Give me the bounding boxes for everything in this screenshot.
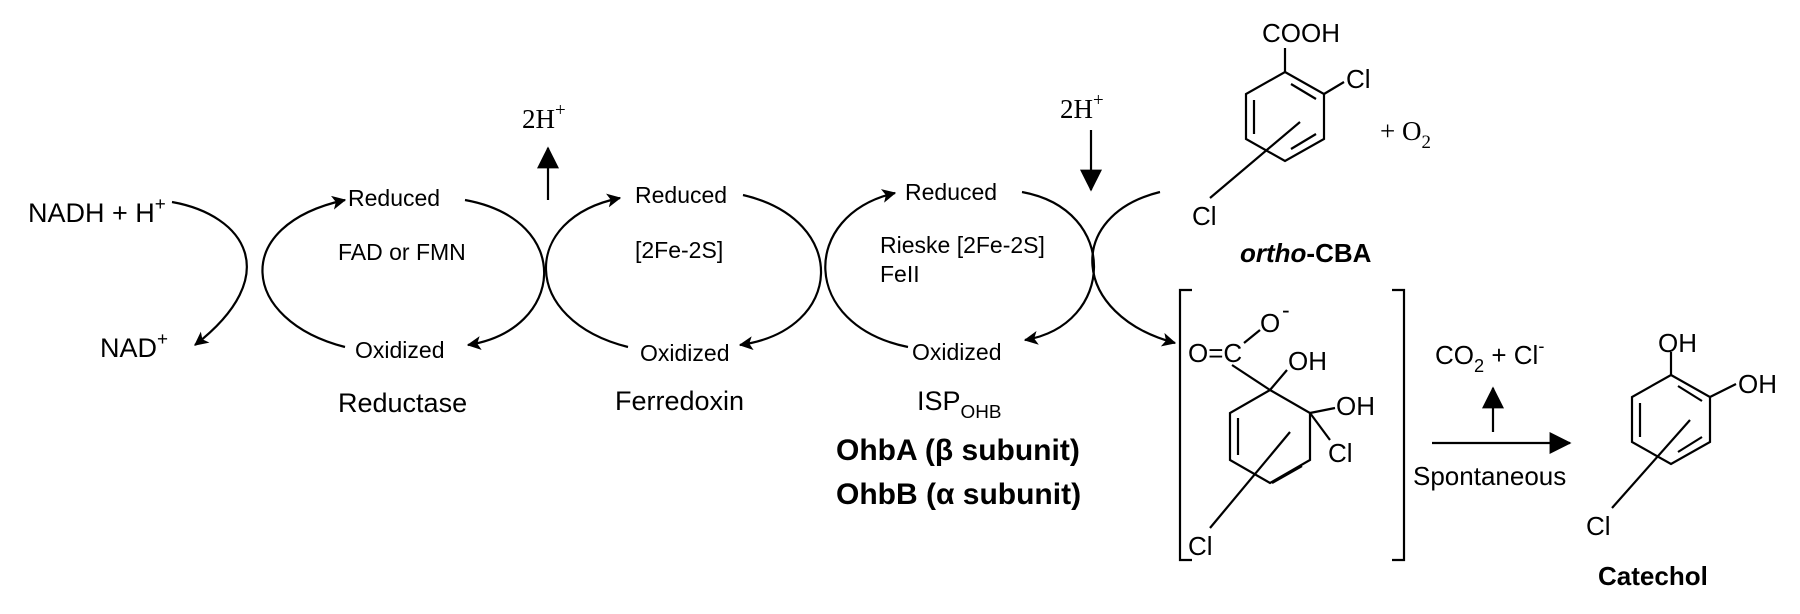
ferredoxin-reduction-arc (544, 193, 629, 349)
reductase-oxidized-label: Oxidized (355, 337, 444, 363)
intermediate-oh-1: OH (1288, 346, 1327, 376)
isp-reduced-label: Reduced (905, 179, 997, 205)
cba-chloro-2: Cl (1192, 201, 1217, 231)
isp-oxidized-label: Oxidized (912, 339, 1001, 365)
reductase-reduced-label: Reduced (348, 185, 440, 211)
isp-oxidation-arc (1021, 190, 1096, 345)
reductase-to-ferredoxin-arc (464, 198, 546, 350)
ferredoxin-oxidized-label: Oxidized (640, 340, 729, 366)
nadh-label: NADH + H+ (28, 194, 166, 228)
ferredoxin-name: Ferredoxin (615, 386, 744, 416)
reductase-reduction-arc (261, 195, 347, 349)
catechol-structure: OH OH Cl (1586, 328, 1777, 541)
intermediate-chloro-2: Cl (1188, 531, 1213, 561)
catechol-oh-1: OH (1658, 328, 1697, 358)
ohbb-subunit-label: OhbB (α subunit) (836, 478, 1081, 511)
spontaneous-label: Spontaneous (1413, 461, 1566, 491)
intermediate-oh-2: OH (1336, 391, 1375, 421)
proton-out-label: 2H+ (522, 100, 566, 134)
isp-cofactor-line1: Rieske [2Fe-2S] (880, 232, 1045, 258)
intermediate-carboxylate-o: O (1260, 308, 1280, 338)
intermediate-structure: O=C O - OH OH Cl Cl (1178, 288, 1406, 562)
substrate-to-intermediate-arc (1091, 190, 1177, 347)
isp-name: ISPOHB (917, 386, 1001, 423)
reductase-name: Reductase (338, 388, 467, 418)
intermediate-carboxylate: O=C (1188, 338, 1242, 368)
ferredoxin-reduced-label: Reduced (635, 182, 727, 208)
ortho-cba-structure: COOH Cl Cl (1192, 18, 1371, 231)
catechol-oh-2: OH (1738, 369, 1777, 399)
plus-o2-label: + O2 (1380, 116, 1431, 153)
catechol-chloro: Cl (1586, 511, 1611, 541)
reductase-cofactor-label: FAD or FMN (338, 239, 466, 265)
byproducts-label: CO2 + Cl- (1435, 336, 1544, 376)
cba-carboxyl-label: COOH (1262, 18, 1340, 48)
nad-label: NAD+ (100, 329, 168, 363)
ohba-subunit-label: OhbA (β subunit) (836, 434, 1080, 467)
intermediate-carboxylate-charge: - (1282, 297, 1290, 323)
isp-reduction-arc (824, 189, 909, 349)
catechol-name: Catechol (1598, 561, 1708, 591)
nadh-to-nad-arc (171, 200, 248, 346)
proton-in-label: 2H+ (1060, 90, 1104, 124)
cba-chloro-1: Cl (1346, 64, 1371, 94)
ortho-cba-name: ortho-CBA (1240, 238, 1372, 268)
intermediate-chloro-1: Cl (1328, 438, 1353, 468)
ferredoxin-cofactor-label: [2Fe-2S] (635, 237, 723, 263)
isp-cofactor-line2: FeII (880, 261, 920, 287)
ferredoxin-to-isp-arc (738, 193, 823, 351)
